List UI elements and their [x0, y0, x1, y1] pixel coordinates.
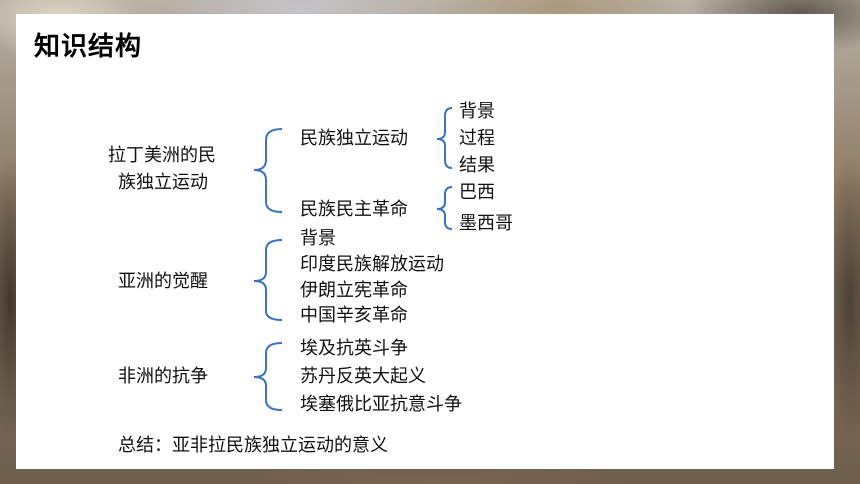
asia-item: 背景: [300, 228, 336, 249]
africa-item: 苏丹反英大起义: [300, 366, 426, 387]
asia-item: 中国辛亥革命: [300, 305, 408, 326]
brace-latin: [253, 128, 283, 213]
latin-label-line1: 拉丁美洲的民: [108, 145, 216, 166]
latin-label-line2: 族独立运动: [118, 172, 208, 193]
brace-africa: [253, 342, 283, 411]
africa-item: 埃及抗英斗争: [300, 338, 408, 359]
asia-item: 印度民族解放运动: [300, 254, 444, 275]
latin-branch1-item: 结果: [459, 155, 495, 176]
latin-branch2-label: 民族民主革命: [300, 199, 408, 220]
africa-item: 埃塞俄比亚抗意斗争: [300, 394, 462, 415]
brace-latin-branch2: [436, 186, 453, 230]
latin-branch2-item: 巴西: [459, 182, 495, 203]
asia-item: 伊朗立宪革命: [300, 280, 408, 301]
latin-branch1-label: 民族独立运动: [300, 128, 408, 149]
page-title: 知识结构: [34, 32, 143, 62]
asia-label: 亚洲的觉醒: [118, 271, 208, 292]
latin-branch2-item: 墨西哥: [459, 213, 513, 234]
brace-asia: [253, 239, 283, 321]
summary-text: 总结：亚非拉民族独立运动的意义: [118, 435, 388, 456]
content-panel: [16, 14, 834, 469]
latin-branch1-item: 背景: [459, 101, 495, 122]
latin-branch1-item: 过程: [459, 128, 495, 149]
africa-label: 非洲的抗争: [118, 366, 208, 387]
brace-latin-branch1: [436, 107, 453, 169]
